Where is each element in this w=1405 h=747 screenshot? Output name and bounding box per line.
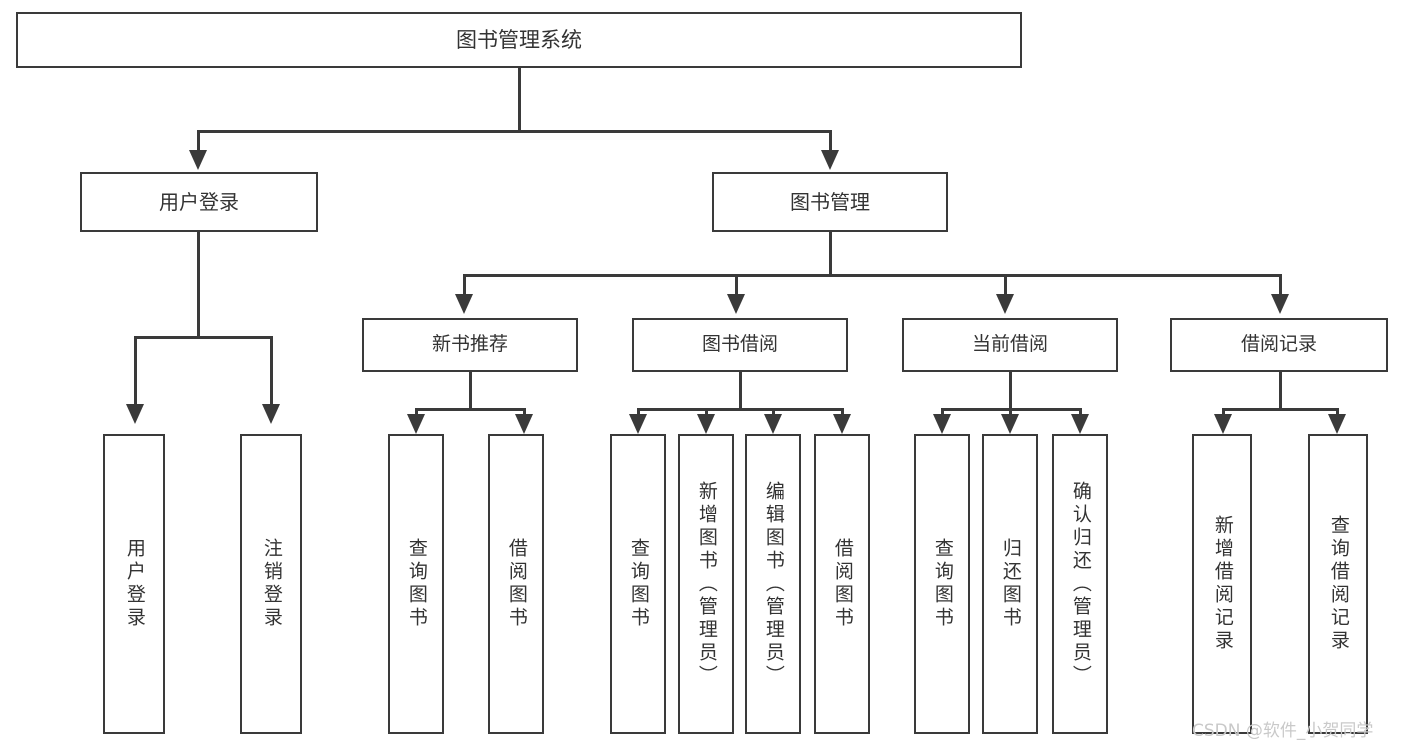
connector-cb-drop-2 — [1009, 408, 1012, 416]
connector-cb-drop-3 — [1079, 408, 1082, 416]
node-label: 查询图书 — [931, 538, 954, 630]
node-leaf-borrow-book-2[interactable]: 借阅图书 — [814, 434, 870, 734]
connector-br-drop-2 — [1336, 408, 1339, 416]
node-label: 用户登录 — [123, 538, 146, 630]
node-leaf-add-borrow-record[interactable]: 新增借阅记录 — [1192, 434, 1252, 734]
connector-br-drop-1 — [1222, 408, 1225, 416]
node-leaf-user-login[interactable]: 用户登录 — [103, 434, 165, 734]
node-label: 归还图书 — [999, 538, 1022, 630]
arrowhead-book-manage — [821, 150, 839, 170]
node-leaf-borrow-book-1[interactable]: 借阅图书 — [488, 434, 544, 734]
node-label: 新增图书（管理员） — [695, 480, 718, 688]
node-new-book-recommend[interactable]: 新书推荐 — [362, 318, 578, 372]
connector-nbr-bus — [415, 408, 525, 411]
node-leaf-add-book-admin[interactable]: 新增图书（管理员） — [678, 434, 734, 734]
node-leaf-edit-book-admin[interactable]: 编辑图书（管理员） — [745, 434, 801, 734]
node-root-system[interactable]: 图书管理系统 — [16, 12, 1022, 68]
connector-bb-drop-3 — [772, 408, 775, 416]
csdn-watermark: CSDN @软件_小贺同学 — [1192, 721, 1374, 741]
connector-user-login-stem — [197, 232, 200, 336]
connector-user-login-drop-1 — [134, 336, 137, 406]
node-leaf-query-book-2[interactable]: 查询图书 — [610, 434, 666, 734]
connector-to-book-manage — [829, 130, 832, 152]
arrowhead-leaf-query-book-1 — [407, 414, 425, 434]
arrowhead-user-login — [189, 150, 207, 170]
connector-cb-drop-1 — [941, 408, 944, 416]
node-label: 新书推荐 — [431, 333, 508, 356]
node-book-borrow[interactable]: 图书借阅 — [632, 318, 848, 372]
node-label: 借阅记录 — [1240, 333, 1317, 356]
node-user-login[interactable]: 用户登录 — [80, 172, 318, 232]
arrowhead-leaf-logout-login — [262, 404, 280, 424]
connector-root-stem — [518, 68, 521, 130]
connector-bm-drop-4 — [1279, 274, 1282, 296]
connector-book-manage-bus — [463, 274, 1279, 277]
connector-to-user-login — [197, 130, 200, 152]
node-label: 用户登录 — [159, 189, 239, 214]
arrowhead-leaf-query-book-2 — [629, 414, 647, 434]
node-label: 图书管理系统 — [456, 27, 582, 52]
connector-bb-drop-4 — [841, 408, 844, 416]
arrowhead-leaf-borrow-book-2 — [833, 414, 851, 434]
arrowhead-new-book-recommend — [455, 294, 473, 314]
node-label: 查询图书 — [405, 538, 428, 630]
connector-bm-drop-2 — [735, 274, 738, 296]
node-leaf-query-borrow-record[interactable]: 查询借阅记录 — [1308, 434, 1368, 734]
node-label: 注销登录 — [260, 538, 283, 630]
node-label: 查询图书 — [627, 538, 650, 630]
node-label: 借阅图书 — [505, 538, 528, 630]
arrowhead-leaf-add-borrow-record — [1214, 414, 1232, 434]
node-leaf-query-book-1[interactable]: 查询图书 — [388, 434, 444, 734]
node-label: 借阅图书 — [831, 538, 854, 630]
connector-br-stem — [1279, 372, 1282, 410]
node-label: 新增借阅记录 — [1211, 515, 1234, 653]
connector-bb-stem — [739, 372, 742, 410]
connector-nbr-drop-2 — [523, 408, 526, 416]
arrowhead-leaf-user-login — [126, 404, 144, 424]
connector-bb-drop-1 — [637, 408, 640, 416]
connector-cb-stem — [1009, 372, 1012, 410]
arrowhead-leaf-edit-book-admin — [764, 414, 782, 434]
node-book-manage[interactable]: 图书管理 — [712, 172, 948, 232]
arrowhead-leaf-borrow-book-1 — [515, 414, 533, 434]
connector-bm-drop-3 — [1004, 274, 1007, 296]
connector-bb-bus — [637, 408, 843, 411]
arrowhead-leaf-query-book-3 — [933, 414, 951, 434]
arrowhead-leaf-confirm-return-admin — [1071, 414, 1089, 434]
node-label: 编辑图书（管理员） — [762, 480, 785, 688]
node-current-borrow[interactable]: 当前借阅 — [902, 318, 1118, 372]
node-leaf-query-book-3[interactable]: 查询图书 — [914, 434, 970, 734]
node-leaf-logout-login[interactable]: 注销登录 — [240, 434, 302, 734]
node-label: 确认归还（管理员） — [1069, 480, 1092, 688]
connector-bm-drop-1 — [463, 274, 466, 296]
connector-nbr-stem — [469, 372, 472, 410]
connector-nbr-drop-1 — [415, 408, 418, 416]
node-borrow-record[interactable]: 借阅记录 — [1170, 318, 1388, 372]
node-label: 当前借阅 — [971, 333, 1048, 356]
connector-level1-bus — [197, 130, 831, 133]
connector-book-manage-stem — [829, 232, 832, 274]
connector-br-bus — [1222, 408, 1338, 411]
connector-bb-drop-2 — [705, 408, 708, 416]
connector-user-login-drop-2 — [270, 336, 273, 406]
arrowhead-book-borrow — [727, 294, 745, 314]
arrowhead-leaf-add-book-admin — [697, 414, 715, 434]
arrowhead-leaf-return-book — [1001, 414, 1019, 434]
node-leaf-confirm-return-admin[interactable]: 确认归还（管理员） — [1052, 434, 1108, 734]
arrowhead-borrow-record — [1271, 294, 1289, 314]
arrowhead-current-borrow — [996, 294, 1014, 314]
connector-user-login-bus — [134, 336, 270, 339]
node-leaf-return-book[interactable]: 归还图书 — [982, 434, 1038, 734]
node-label: 查询借阅记录 — [1327, 515, 1350, 653]
node-label: 图书管理 — [790, 189, 870, 214]
node-label: 图书借阅 — [701, 333, 778, 356]
arrowhead-leaf-query-borrow-record — [1328, 414, 1346, 434]
